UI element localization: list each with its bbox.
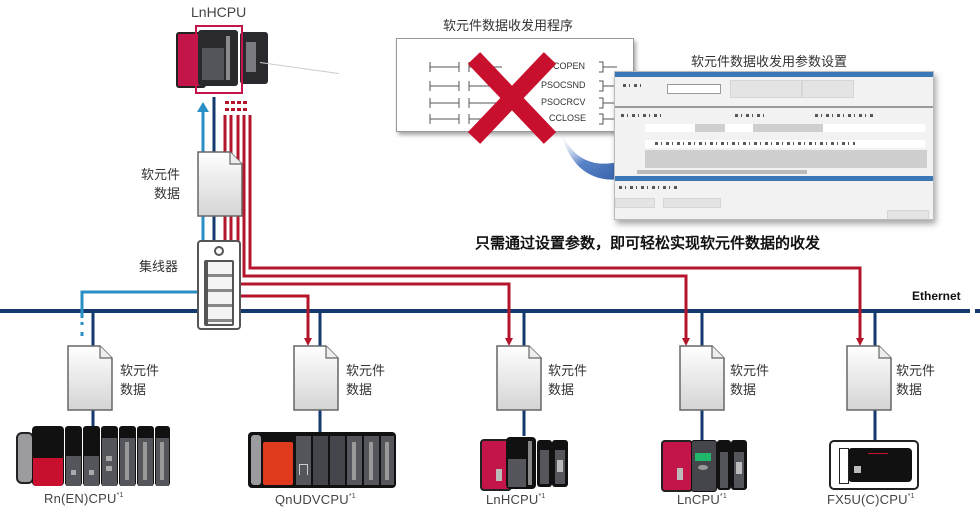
instruction-copen: COPEN	[553, 61, 586, 71]
window-titlebar	[615, 72, 933, 77]
station-doc-fx5u	[846, 345, 892, 411]
document-icon	[67, 345, 113, 411]
station-doc-label-lnh: 软元件数据	[548, 364, 588, 398]
param-window-title: 软元件数据收发用参数设置	[691, 55, 848, 70]
plc-fx5u-c-cpu[interactable]	[829, 440, 919, 490]
document-icon	[293, 345, 339, 411]
top-doc-label: 软元件 数据	[141, 168, 181, 202]
document-icon	[197, 151, 243, 217]
station-doc-label-ln: 软元件数据	[730, 364, 770, 398]
settings-button[interactable]	[663, 198, 721, 208]
station-doc-label-rn: 软元件数据	[120, 364, 160, 398]
red-dash-stubs	[225, 101, 247, 111]
plc-lnhcpu[interactable]	[480, 437, 568, 491]
station-doc-lnh	[496, 345, 542, 411]
hub-device	[197, 240, 241, 330]
station-doc-label-fx5u: 软元件数据	[896, 364, 936, 398]
document-icon	[846, 345, 892, 411]
station-doc-label-qnudv: 软元件数据	[346, 364, 386, 398]
cross-mark-icon	[467, 52, 557, 144]
station-doc-ln	[679, 345, 725, 411]
top-cpu-label: LnHCPU	[191, 4, 247, 20]
horizontal-scrollbar[interactable]	[637, 170, 807, 174]
light-blue-link	[80, 112, 205, 318]
station-doc-qnudv	[293, 345, 339, 411]
plc-qnudvcpu[interactable]	[248, 432, 396, 488]
section-bar	[615, 176, 933, 181]
plc-label-rn: Rn(EN)CPU*1	[44, 491, 124, 506]
red-link-lncpu	[242, 115, 690, 346]
field-input[interactable]	[667, 84, 721, 94]
top-lnhcpu-module	[176, 30, 270, 88]
red-link-lnhcpu	[236, 115, 513, 346]
plc-rn-en-cpu[interactable]	[16, 426, 170, 486]
param-button-2[interactable]	[802, 80, 854, 98]
hub-ports	[204, 260, 234, 326]
plc-label-fx5u: FX5U(C)CPU*1	[827, 492, 915, 507]
apply-button[interactable]	[887, 210, 929, 219]
parameter-settings-window	[614, 71, 934, 220]
ok-button[interactable]	[615, 198, 655, 208]
top-device-data-document	[197, 151, 243, 217]
plc-label-lnh: LnHCPU*1	[486, 492, 546, 507]
document-icon	[496, 345, 542, 411]
plc-label-qnudv: QnUDVCPU*1	[275, 492, 356, 507]
light-blue-arrowhead	[197, 102, 209, 112]
instruction-cclose: CCLOSE	[549, 113, 587, 123]
instruction-psocsnd: PSOCSND	[541, 80, 586, 90]
ethernet-label: Ethernet	[912, 289, 961, 303]
ladder-program-box: COPEN PSOCSND PSOCRCV CCLOSE	[396, 38, 634, 132]
station-doc-rn	[67, 345, 113, 411]
hub-label: 集线器	[139, 260, 179, 275]
param-button[interactable]	[730, 80, 802, 98]
cpu-module	[198, 30, 238, 86]
io-module	[240, 32, 268, 84]
plc-label-ln: LnCPU*1	[677, 492, 727, 507]
cpu-highlight-frame	[195, 25, 243, 94]
instruction-psocrcv: PSOCRCV	[541, 97, 586, 107]
headline: 只需通过设置参数，即可轻松实现软元件数据的收发	[475, 234, 821, 252]
plc-lncpu[interactable]	[661, 440, 747, 492]
document-icon	[679, 345, 725, 411]
red-link-fx5u	[248, 115, 864, 346]
hub-led	[214, 246, 224, 256]
program-box-title: 软元件数据收发用程序	[443, 19, 574, 34]
